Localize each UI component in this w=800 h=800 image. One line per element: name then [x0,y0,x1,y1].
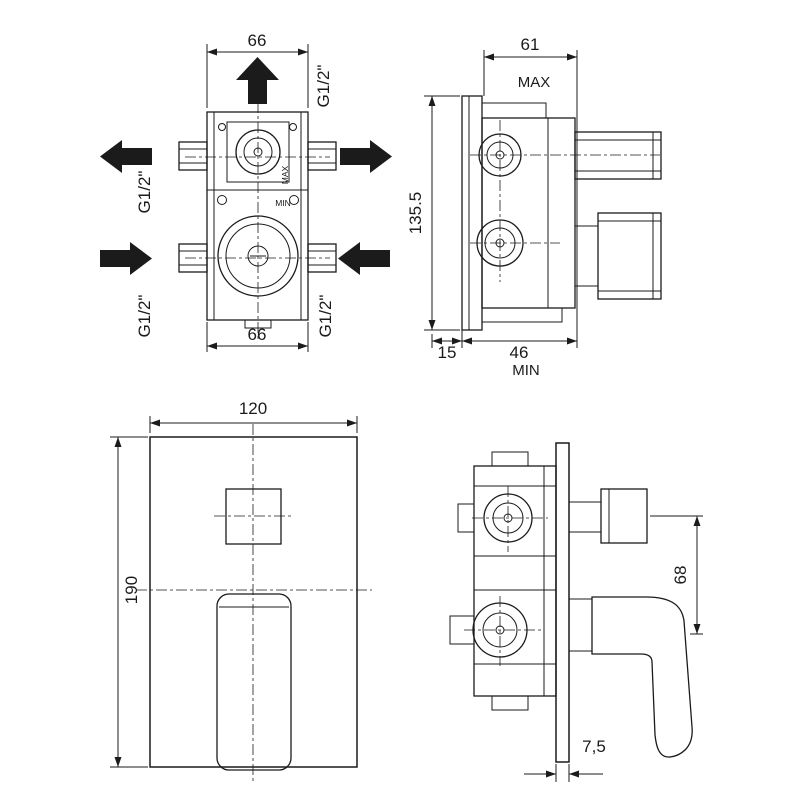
label-max: MAX [518,74,551,91]
view-trim-side: 68 7,5 [449,442,703,782]
dimension-depth-max: 61 MAX [483,35,578,348]
label-max-small: MAX [280,165,290,184]
valve-body-behind-plate [449,451,557,711]
trim-plate [149,436,358,771]
view-valve-side: 61 MAX 135.5 15 46 MIN [406,35,662,379]
valve-body-front [178,111,337,329]
lever-handle-front [216,593,292,771]
view-trim-front: 120 190 [110,399,372,782]
dim-46: 46 [510,343,529,362]
dimension-depth-min: 15 46 MIN [431,330,577,379]
dim-61: 61 [521,35,540,54]
port-g12-right-lower: G1/2" [316,295,335,338]
view-valve-front: 66 66 G1/2" G1/2" G1/2" G1/2" MAX MIN [100,31,392,352]
dimension-plate-height: 190 [110,436,148,768]
dimension-plate-width: 120 [149,399,358,433]
trim-plate-side [555,442,570,763]
dimension-width-top: 66 [206,31,309,108]
label-min: MIN [512,362,540,379]
dimension-height-valve: 135.5 [406,95,460,331]
label-min-small: MIN [275,198,291,208]
flow-arrow-right-upper-icon [340,140,392,173]
dim-135-5: 135.5 [406,192,425,235]
dimension-axis-distance: 68 [650,515,703,635]
lever-handle-side [568,596,693,758]
dim-66-top: 66 [248,31,267,50]
dimension-plate-thickness: 7,5 [524,737,606,782]
dim-190: 190 [122,576,141,604]
dim-15: 15 [438,343,457,362]
flow-arrow-in-right-icon [338,242,390,275]
valve-body-side [461,95,662,331]
dim-68: 68 [671,566,690,585]
diverter-button-front [225,488,282,545]
dim-120: 120 [239,399,267,418]
dim-66-bottom: 66 [248,325,267,344]
port-g12-left-upper: G1/2" [135,171,154,214]
flow-arrow-in-left-icon [100,242,152,275]
dimension-width-bottom: 66 [206,322,309,352]
diverter-button-side [568,488,648,544]
flow-arrow-left-upper-icon [100,140,152,173]
dim-7-5: 7,5 [582,737,606,756]
port-g12-left-lower: G1/2" [135,295,154,338]
flow-arrow-up-icon [236,57,279,104]
port-g12-top: G1/2" [314,65,333,108]
